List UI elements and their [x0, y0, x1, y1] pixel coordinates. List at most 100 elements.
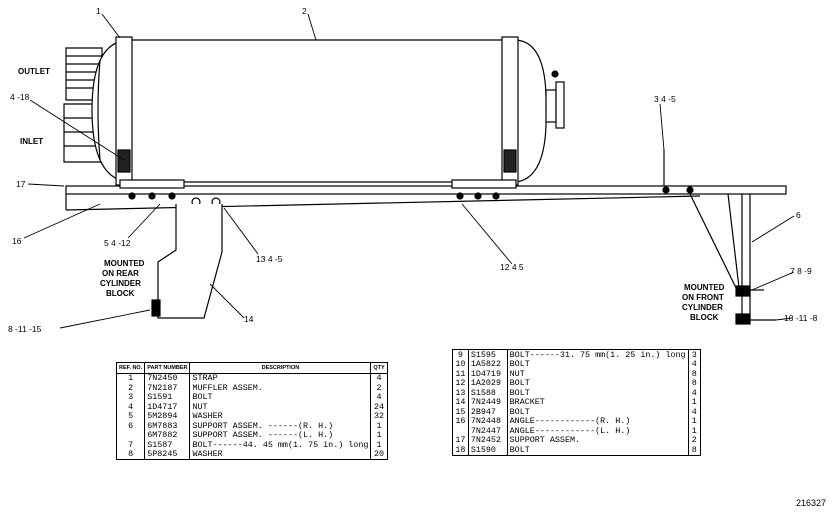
cell-ref: 2 — [116, 383, 146, 393]
cell-part: S1587 — [144, 440, 191, 450]
cell-qty: 1 — [376, 430, 382, 441]
outlet-label: OUTLET — [18, 67, 50, 76]
cell-qty: 20 — [374, 449, 385, 460]
cell-desc: WASHER — [189, 449, 372, 460]
header-description: DESCRIPTION — [189, 362, 372, 374]
cell-ref: 8 — [116, 449, 146, 460]
callout-7-8-9: 7 8 -9 — [790, 266, 812, 276]
header-part-number: PART NUMBER — [144, 362, 191, 374]
cell-ref: 7 — [116, 440, 146, 450]
cell-ref: 6 — [116, 421, 146, 431]
bolts — [128, 186, 694, 200]
cell-part: 7N2450 — [144, 373, 191, 383]
cell-qty: 1 — [691, 425, 697, 436]
cell-qty: 4 — [691, 387, 697, 398]
cell-part: 6M7882 — [144, 430, 191, 440]
cell-qty: 4 — [376, 392, 382, 403]
cell-qty: 4 — [376, 373, 382, 384]
svg-text:CYLINDER: CYLINDER — [100, 279, 141, 288]
svg-text:MOUNTED: MOUNTED — [684, 283, 725, 292]
callout-3-4-5: 3 4 -5 — [654, 94, 676, 104]
cell-qty: 8 — [691, 444, 697, 455]
cell-part: 5P8245 — [144, 449, 191, 460]
muffler-body — [91, 39, 547, 183]
svg-text:ON FRONT: ON FRONT — [682, 293, 724, 302]
cell-ref: 9 — [452, 349, 469, 360]
cell-desc: SUPPORT ASSEM. ------(R. H.) — [189, 421, 372, 431]
callout-6: 6 — [796, 210, 801, 220]
cell-part: 7N2187 — [144, 383, 191, 393]
cell-qty: 1 — [376, 420, 382, 431]
cell-ref: 1 — [116, 373, 146, 383]
cell-ref: 18 — [452, 445, 469, 455]
cell-qty: 2 — [691, 435, 697, 446]
cell-desc: BOLT — [507, 378, 689, 388]
cell-part: 1D4719 — [468, 369, 508, 379]
callout-2: 2 — [302, 6, 307, 16]
callout-12-4-5: 12 4 5 — [500, 262, 524, 272]
strap-right — [501, 36, 519, 186]
rear-mount-label: MOUNTED ON REAR CYLINDER BLOCK — [100, 259, 145, 298]
cell-part: 5M2894 — [144, 411, 191, 421]
cell-desc: BRACKET — [507, 397, 689, 407]
cell-ref: 5 — [116, 411, 146, 421]
svg-text:ON REAR: ON REAR — [102, 269, 139, 278]
svg-text:BLOCK: BLOCK — [106, 289, 135, 298]
callout-10-11-8: 10 -11 -8 — [784, 313, 818, 323]
cell-qty: 24 — [374, 401, 385, 412]
cell-qty: 4 — [691, 359, 697, 370]
cell-qty: 2 — [376, 382, 382, 393]
cell-part: 7N2448 — [468, 416, 508, 426]
cell-part: 1D4717 — [144, 402, 191, 412]
cell-part: S1595 — [468, 349, 508, 360]
cell-desc: SUPPORT ASSEM. — [507, 435, 689, 445]
callout-4-18: 4 -18 — [10, 92, 30, 102]
cell-qty: 1 — [691, 416, 697, 427]
cell-ref: 15 — [452, 407, 469, 417]
cell-qty: 4 — [691, 406, 697, 417]
cell-part: 2B947 — [468, 407, 508, 417]
callout-16: 16 — [12, 236, 22, 246]
cell-part: S1590 — [468, 445, 508, 455]
callout-17: 17 — [16, 179, 26, 189]
cell-part: 1A5822 — [468, 359, 508, 369]
cell-part: 7N2447 — [468, 426, 508, 436]
cell-part: S1591 — [144, 392, 191, 402]
cell-desc: WASHER — [189, 411, 372, 421]
front-support — [663, 150, 776, 325]
cell-ref: 3 — [116, 392, 146, 402]
cell-ref: 13 — [452, 388, 469, 398]
cell-part: S1588 — [468, 388, 508, 398]
cell-qty: 8 — [691, 378, 697, 389]
cell-ref: 12 — [452, 378, 469, 388]
support-rail — [65, 179, 787, 211]
callout-5-4-12: 5 4 -12 — [104, 238, 131, 248]
cell-ref: 4 — [116, 402, 146, 412]
cell-desc: BOLT------44. 45 mm(1. 75 in.) long — [189, 440, 372, 450]
callout-8-11-15: 8 -11 -15 — [8, 324, 42, 334]
cell-part: 1A2029 — [468, 378, 508, 388]
header-qty: QTY — [370, 362, 388, 374]
cell-ref — [116, 430, 146, 440]
front-mount-label: MOUNTED ON FRONT CYLINDER BLOCK — [682, 283, 725, 322]
